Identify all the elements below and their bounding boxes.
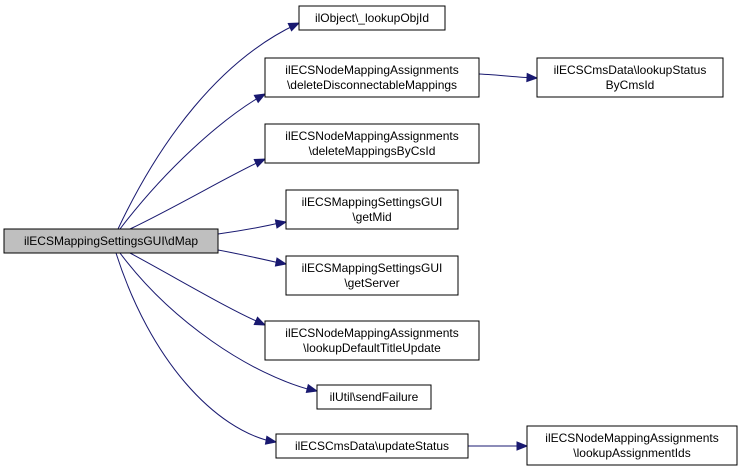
node-label-line2: \lookupAssignmentIds — [573, 446, 690, 460]
node-label-line1: ilECSNodeMappingAssignments — [285, 326, 458, 340]
node-lookup-status-by-cms-id[interactable]: ilECSCmsData\lookupStatus ByCmsId — [536, 57, 724, 98]
arrowhead-icon — [253, 316, 267, 326]
node-label: ilECSCmsData\updateStatus — [295, 439, 449, 453]
node-delete-disconnectable-mappings[interactable]: ilECSNodeMappingAssignments \deleteDisco… — [264, 57, 480, 98]
arrowhead-icon — [526, 72, 539, 83]
node-label-line2: \lookupDefaultTitleUpdate — [303, 341, 441, 355]
node-lookup-obj-id[interactable]: ilObject\_lookupObjId — [298, 5, 446, 31]
node-label-line1: ilECSNodeMappingAssignments — [285, 63, 458, 77]
edge-dmap-to-get-mid — [217, 219, 288, 235]
edge-dmap-to-delete-disconnectable — [119, 93, 267, 230]
node-lookup-default-title-update[interactable]: ilECSNodeMappingAssignments \lookupDefau… — [264, 320, 480, 361]
edge-dmap-to-lookup-default-title — [129, 252, 267, 326]
node-label-line1: ilECSCmsData\lookupStatus — [554, 63, 707, 77]
node-label-line2: \getServer — [344, 276, 399, 290]
edge-line — [217, 221, 285, 235]
arrowhead-icon — [264, 435, 278, 445]
node-label: ilECSMappingSettingsGUI\dMap — [24, 234, 198, 248]
node-label: ilUtil\sendFailure — [330, 390, 419, 404]
edge-dmap-to-delete-by-cs-id — [129, 158, 267, 230]
node-label-line2: \deleteDisconnectableMappings — [287, 78, 457, 92]
node-root-dmap[interactable]: ilECSMappingSettingsGUI\dMap — [3, 228, 219, 254]
node-label-line1: ilECSNodeMappingAssignments — [545, 431, 718, 445]
edge-line — [129, 159, 264, 230]
edge-dmap-to-get-server — [217, 249, 288, 267]
node-send-failure[interactable]: ilUtil\sendFailure — [316, 384, 432, 410]
arrowhead-icon — [253, 93, 267, 104]
node-label-line2: \getMid — [352, 210, 391, 224]
node-label-line2: ByCmsId — [606, 78, 655, 92]
edge-dmap-to-send-failure — [119, 252, 319, 394]
edges-layer — [115, 22, 539, 451]
arrowhead-icon — [516, 441, 529, 451]
edge-line — [129, 252, 264, 325]
node-get-server[interactable]: ilECSMappingSettingsGUI \getServer — [285, 255, 459, 296]
node-label-line1: ilECSMappingSettingsGUI — [302, 261, 443, 275]
arrowhead-icon — [274, 257, 288, 267]
node-delete-mappings-by-cs-id[interactable]: ilECSNodeMappingAssignments \deleteMappi… — [264, 123, 480, 164]
arrowhead-icon — [253, 158, 267, 168]
edge-line — [217, 249, 285, 265]
node-label: ilObject\_lookupObjId — [315, 11, 429, 25]
arrowhead-icon — [305, 383, 319, 394]
node-get-mid[interactable]: ilECSMappingSettingsGUI \getMid — [285, 189, 459, 230]
node-label-line2: \deleteMappingsByCsId — [309, 144, 436, 158]
node-update-status[interactable]: ilECSCmsData\updateStatus — [275, 433, 469, 459]
edge-dmap-to-update-status — [115, 252, 278, 445]
node-label-line1: ilECSMappingSettingsGUI — [302, 195, 443, 209]
edge-dmap-to-lookup-obj-id — [117, 22, 301, 230]
node-label-line1: ilECSNodeMappingAssignments — [285, 129, 458, 143]
edge-update-status-to-lookup-assignment-ids — [467, 441, 529, 451]
edge-line — [115, 252, 275, 443]
edge-line — [119, 94, 264, 230]
node-lookup-assignment-ids[interactable]: ilECSNodeMappingAssignments \lookupAssig… — [526, 425, 738, 466]
arrowhead-icon — [274, 219, 288, 229]
edge-line — [119, 252, 316, 392]
edge-delete-disconnectable-to-lookup-status — [478, 72, 539, 83]
edge-line — [117, 23, 298, 230]
arrowhead-icon — [287, 22, 301, 32]
